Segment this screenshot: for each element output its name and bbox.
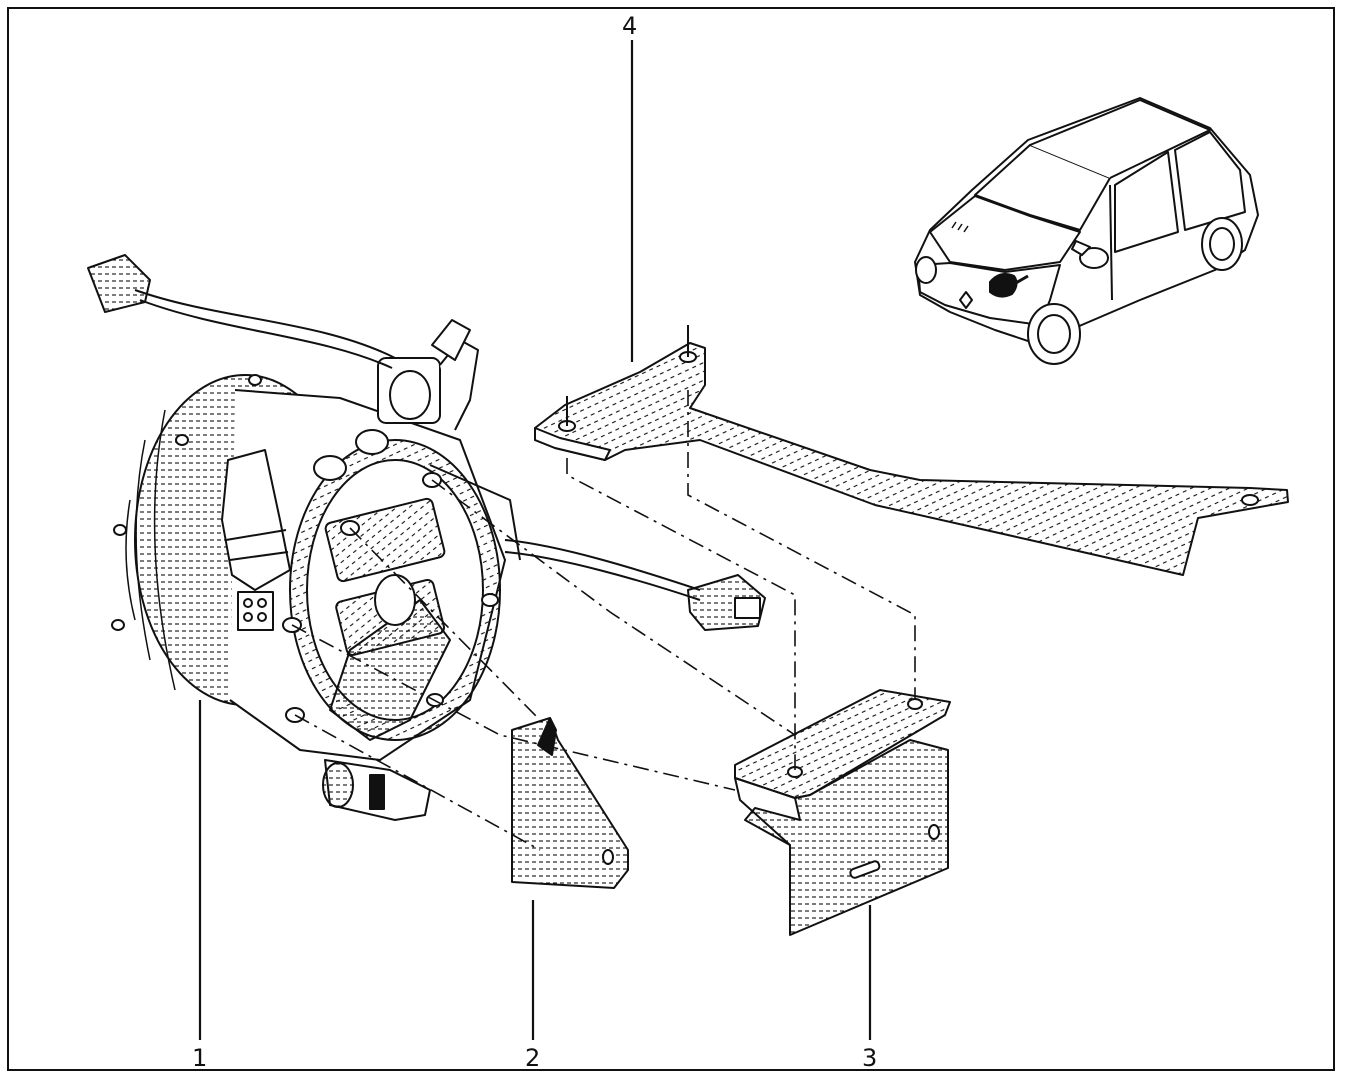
part-2-plate: [511, 717, 629, 889]
callout-4-label: 4: [622, 12, 638, 40]
vehicle-location-illustration: [914, 97, 1259, 365]
part-4-bracket: [534, 325, 1289, 576]
callout-3-label: 3: [862, 1044, 878, 1072]
part-1-compressor: [87, 254, 766, 821]
assembly-guide-lines: [291, 390, 916, 851]
callout-leader-lines: [198, 40, 872, 1040]
callout-2-label: 2: [525, 1044, 541, 1072]
part-3-bracket: [734, 689, 951, 936]
diagram-frame: [7, 7, 1335, 1071]
callout-1-label: 1: [192, 1044, 208, 1072]
